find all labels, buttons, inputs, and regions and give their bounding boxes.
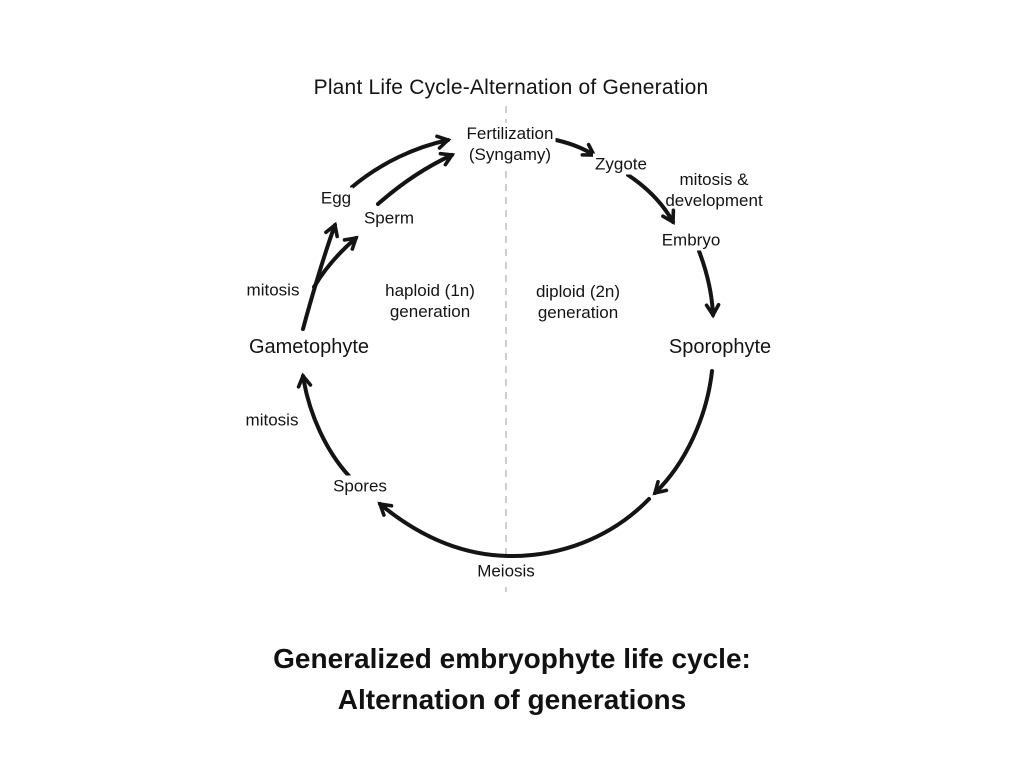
slide-caption-line2: Alternation of generations <box>337 684 687 715</box>
arc-fertilization-to-zygote <box>549 137 597 157</box>
arc-egg-to-fertilization <box>350 134 452 189</box>
phase-haploid-line2: generation <box>389 302 471 321</box>
slide-caption-line1: Generalized embryophyte life cycle: <box>273 643 751 674</box>
phase-haploid-line1: haploid (1n) <box>385 281 475 300</box>
node-spores: Spores <box>331 475 389 497</box>
arc-meiosis-to-spores <box>377 497 651 559</box>
arc-zygote-to-embryo <box>626 173 676 226</box>
phase-diploid-line2: generation <box>537 303 619 322</box>
arc-sperm-to-fertilization <box>376 151 456 206</box>
node-egg: Egg <box>318 187 354 209</box>
arc-embryo-to-sporophyte <box>697 249 721 319</box>
process-mitosis-development: mitosis & development <box>663 169 764 211</box>
process-mitosis-gametes: mitosis <box>244 279 302 301</box>
node-embryo: Embryo <box>659 229 723 251</box>
arc-sporophyte-to-meiosis <box>652 369 714 496</box>
process-mitosis-gametophyte: mitosis <box>243 409 301 431</box>
phase-diploid-line1: diploid (2n) <box>535 282 621 301</box>
phase-diploid: diploid (2n) generation <box>534 281 622 323</box>
node-gametophyte: Gametophyte <box>246 335 372 359</box>
process-mitosis-development-line1: mitosis & <box>679 170 749 189</box>
node-fertilization: Fertilization (Syngamy) <box>464 123 556 165</box>
arc-spores-to-gametophyte <box>296 372 351 478</box>
arc-gametophyte-to-egg <box>301 221 339 331</box>
phase-haploid: haploid (1n) generation <box>383 280 477 322</box>
node-fertilization-line2: (Syngamy) <box>468 145 552 164</box>
diagram-title: Plant Life Cycle-Alternation of Generati… <box>313 76 709 99</box>
node-sporophyte: Sporophyte <box>666 335 774 359</box>
arc-gametophyte-to-sperm <box>312 235 359 289</box>
node-zygote: Zygote <box>593 153 649 175</box>
node-sperm: Sperm <box>361 207 417 229</box>
slide-caption: Generalized embryophyte life cycle: Alte… <box>0 638 1024 720</box>
node-fertilization-line1: Fertilization <box>466 124 554 143</box>
process-mitosis-development-line2: development <box>665 191 763 210</box>
node-meiosis: Meiosis <box>475 560 537 582</box>
